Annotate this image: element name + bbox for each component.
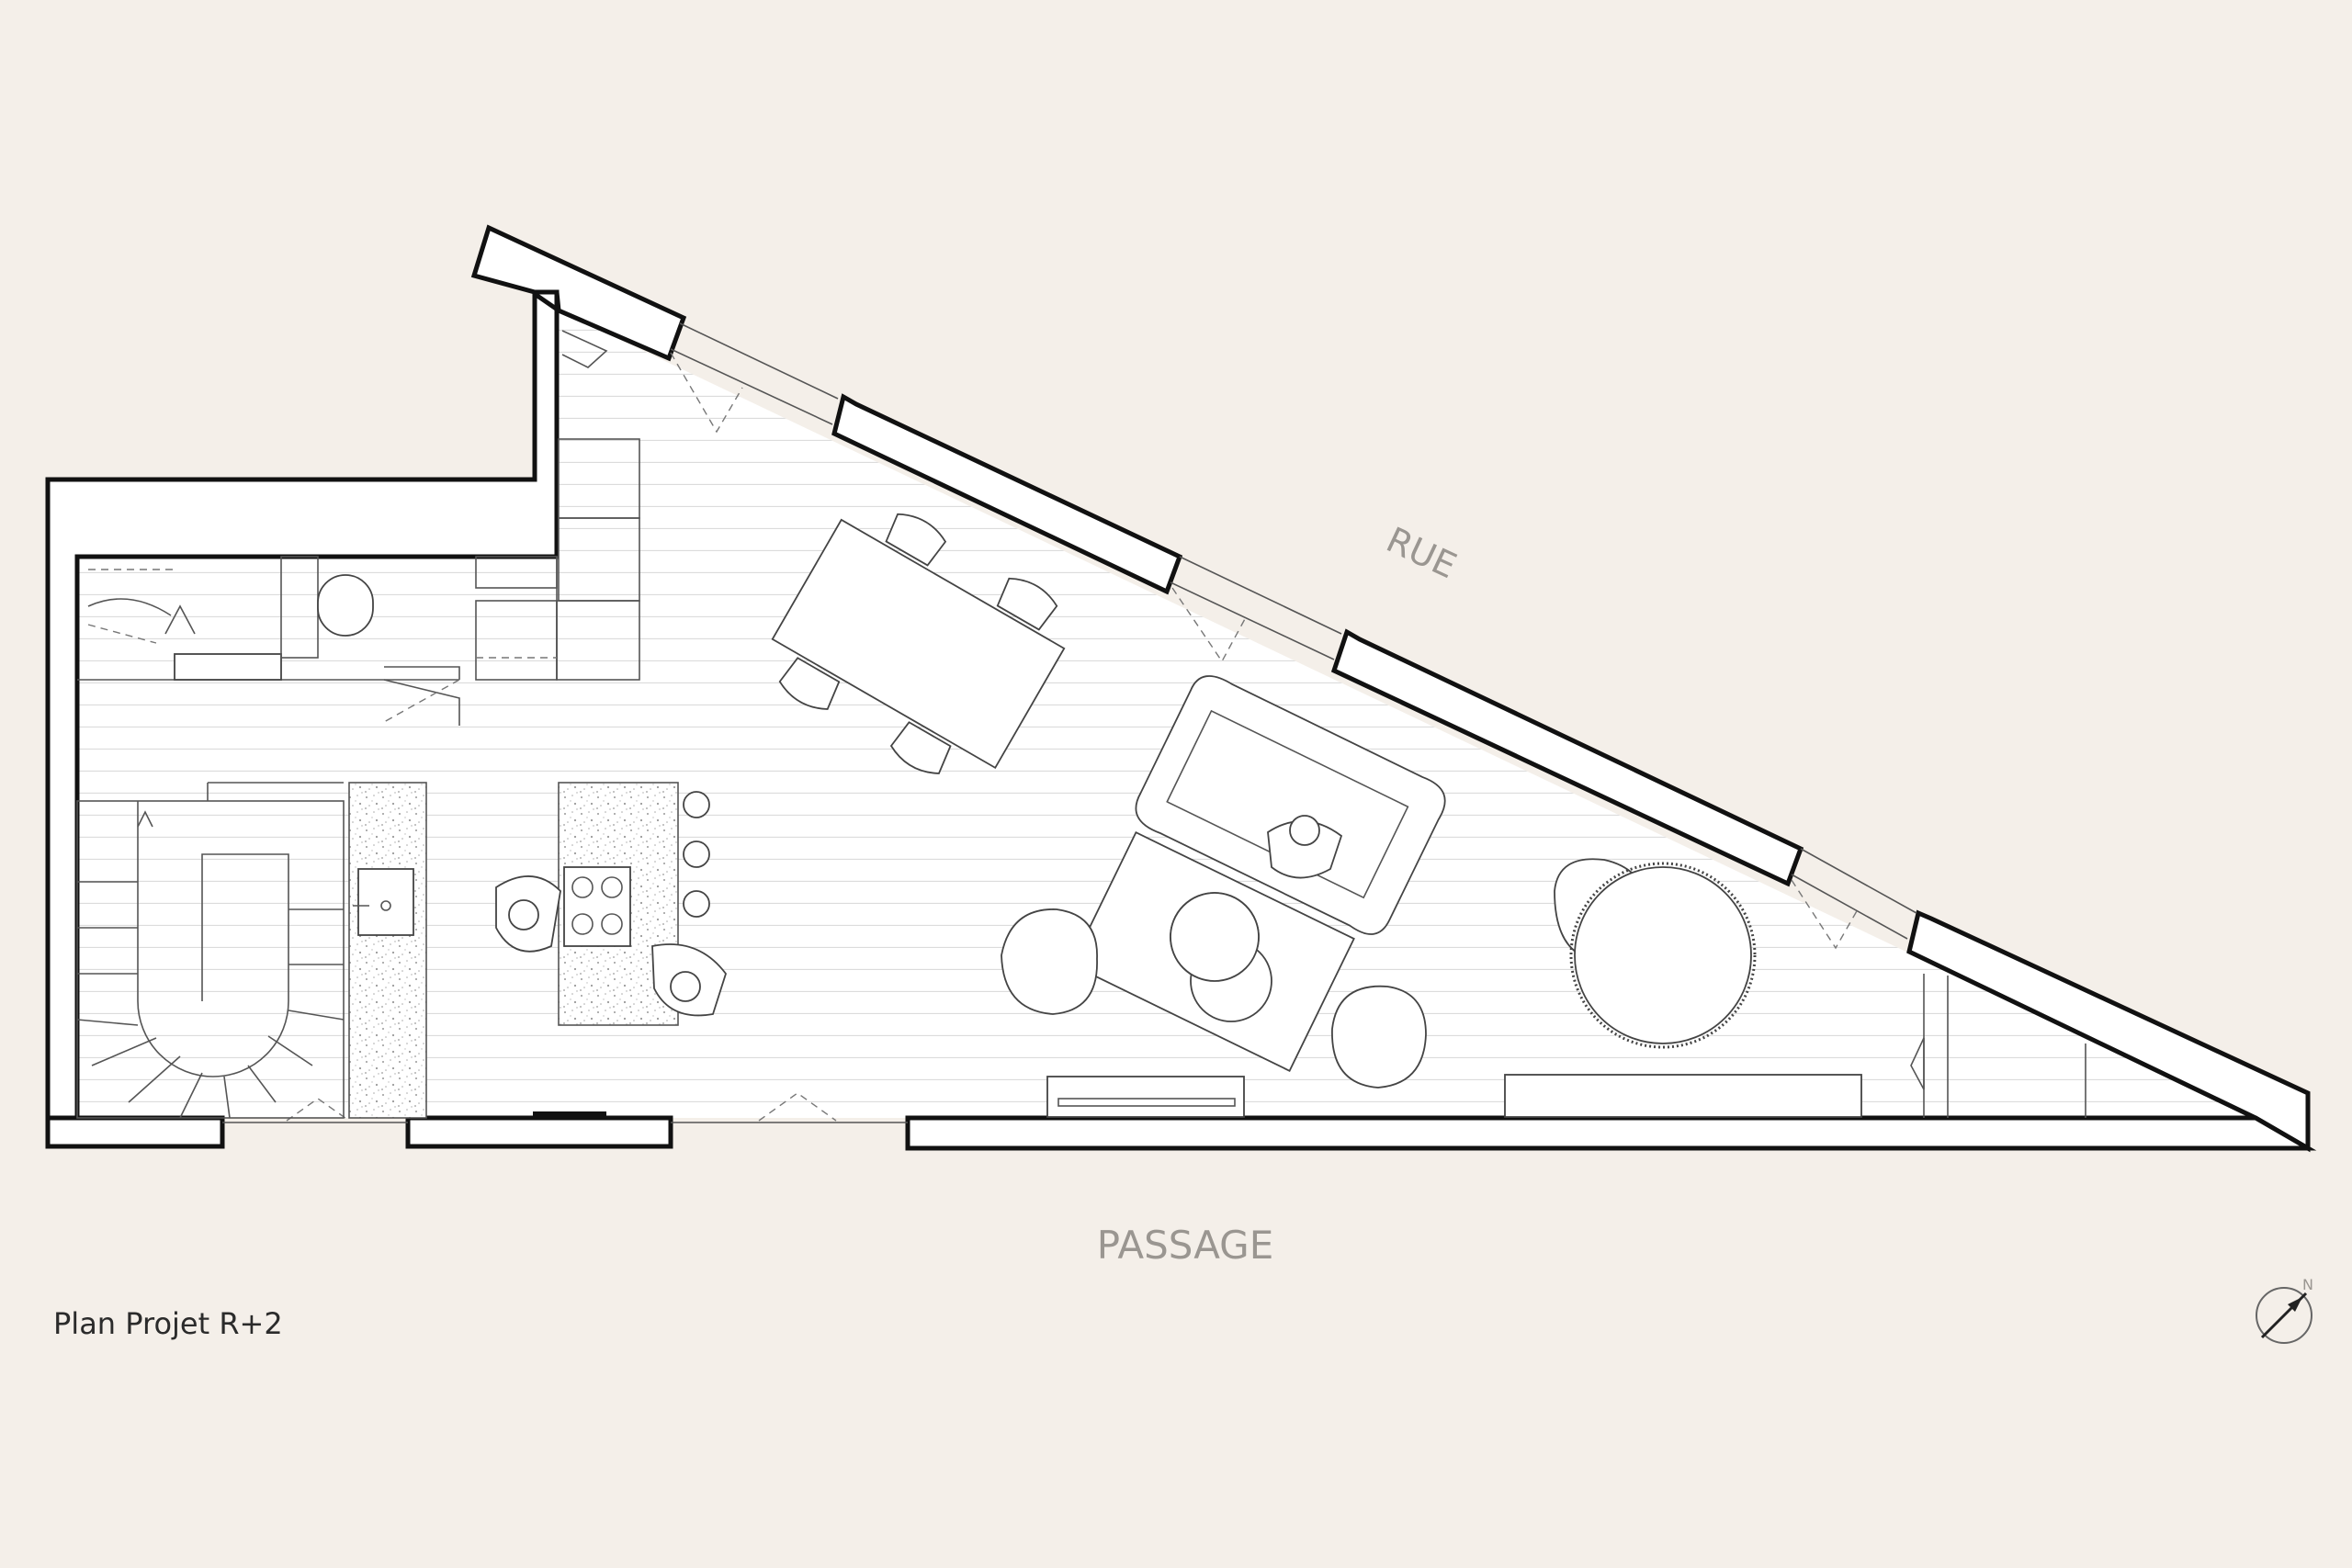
compass-north-icon: N bbox=[2256, 1276, 2313, 1344]
wall-north-vertical bbox=[532, 289, 567, 313]
main-staircase bbox=[76, 782, 345, 1119]
sideboards bbox=[1046, 1074, 1862, 1118]
passage-openings bbox=[222, 1092, 908, 1123]
sofa bbox=[1135, 675, 1446, 935]
kitchen-counter bbox=[348, 782, 427, 1119]
person-sitting bbox=[1267, 815, 1343, 879]
wall-south-1 bbox=[45, 1115, 225, 1149]
east-closet bbox=[1910, 974, 2086, 1118]
plan-title: Plan Projet R+2 bbox=[53, 1306, 283, 1341]
dining-table bbox=[771, 513, 1066, 774]
round-rug bbox=[1569, 862, 1757, 1049]
wall-south-2 bbox=[405, 1115, 673, 1149]
north-label: N bbox=[2302, 1276, 2313, 1293]
walls bbox=[45, 224, 2317, 1153]
kitchen-island bbox=[495, 782, 727, 1026]
wall-south-3 bbox=[905, 1115, 2317, 1151]
service-block bbox=[77, 330, 640, 726]
dining-chair bbox=[778, 513, 1058, 774]
wall-street-segment-2 bbox=[1330, 628, 1804, 887]
coffee-table bbox=[1070, 831, 1355, 1072]
person-cook bbox=[495, 875, 561, 953]
wall-street-segment-1 bbox=[831, 393, 1183, 595]
street-windows bbox=[670, 322, 1917, 950]
person-guest bbox=[651, 943, 727, 1017]
street-label: RUE bbox=[1380, 519, 1462, 586]
passage-label: PASSAGE bbox=[1097, 1223, 1274, 1268]
